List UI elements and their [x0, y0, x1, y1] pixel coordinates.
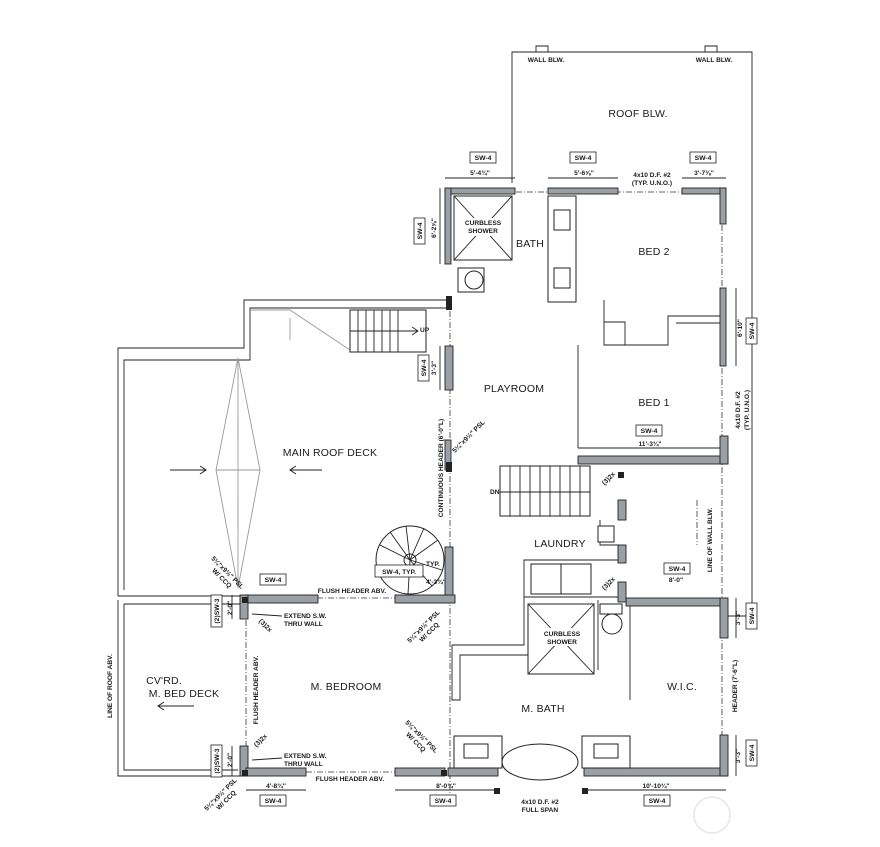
room-wic: W.I.C.: [667, 681, 697, 693]
room-bed1: BED 1: [638, 397, 669, 409]
dim-14: 4'-8¾": [266, 782, 286, 790]
shower-top-label-1: CURBLESS: [465, 220, 502, 227]
note-hold-4: (3)2x: [601, 576, 617, 592]
note-extend-bottom-1: EXTEND S.W.: [284, 753, 327, 760]
tag-sw4-2: SW-4: [575, 155, 592, 162]
washer: [530, 563, 562, 595]
dim-4: 6'-2⅝": [431, 218, 438, 238]
note-full-span-2: FULL SPAN: [522, 807, 559, 814]
dim-10: 2'-0": [227, 601, 234, 615]
tag-sw4-4: SW-4: [417, 222, 424, 239]
tag-sw4-10: SW-4: [749, 607, 756, 624]
tag-sw3-1: (2)SW-3: [214, 598, 221, 623]
tag-sw4-8: SW-4: [265, 577, 282, 584]
shower-bottom-label-1: CURBLESS: [544, 631, 581, 638]
dim-1: 5'-4¾": [470, 169, 490, 177]
dryer: [560, 563, 592, 595]
note-continuous-header: CONTINUOUS HEADER (6'-0"L): [438, 419, 445, 517]
shear-wall-tags: SW-4 SW-4 SW-4 SW-4 SW-4 SW-4 SW-4 SW-4 …: [210, 151, 758, 807]
stair-up: UP: [349, 309, 430, 353]
note-extend-top-1: EXTEND S.W.: [284, 613, 327, 620]
roof-deck-slope-lines: [215, 309, 351, 589]
tag-sw4-7: SW-4: [641, 428, 658, 435]
room-master-bedroom: M. BEDROOM: [311, 681, 382, 693]
note-psl-1: 5¼"x9½" PSL: [451, 419, 487, 455]
tag-sw4-14: SW-4: [649, 798, 666, 805]
posts: [242, 296, 624, 794]
shear-walls: [239, 187, 729, 777]
note-flush-header-vertical: FLUSH HEADER ABV.: [253, 656, 260, 725]
note-flush-header-top: FLUSH HEADER ABV.: [318, 588, 387, 595]
tag-sw4-6: SW-4: [749, 322, 756, 339]
dim-3: 3'-7⅜": [694, 170, 714, 177]
vanity-bottom-right: [581, 735, 631, 769]
stair-down: DN: [490, 465, 591, 517]
dim-12: 3'-3": [735, 749, 742, 763]
room-main-roof-deck: MAIN ROOF DECK: [283, 447, 377, 459]
vanity-sink-1: [553, 209, 571, 231]
tag-sw4-9: SW-4: [669, 566, 686, 573]
room-laundry: LAUNDRY: [534, 538, 585, 550]
note-extend-bottom-2: THRU WALL: [284, 761, 323, 768]
room-bed2: BED 2: [638, 246, 669, 258]
tag-sw3-2: (2)SW-3: [214, 748, 221, 773]
note-header-typ-top-1: 4x10 D.F. #2: [633, 172, 671, 179]
shower-top-label-2: SHOWER: [468, 228, 498, 235]
room-labels: ROOF BLW. BATH BED 2 BED 1 PLAYROOM MAIN…: [146, 108, 697, 715]
stair-up-label: UP: [420, 327, 430, 334]
note-full-span-1: 4x10 D.F. #2: [521, 799, 559, 806]
room-master-bath: M. BATH: [521, 703, 564, 715]
vanity-sink-2: [553, 267, 571, 289]
toilet-bottom: [599, 603, 623, 615]
room-roof-below: ROOF BLW.: [608, 108, 667, 120]
dim-2: 5'-6⅝": [574, 170, 594, 177]
note-header-typ-right-1: 4x10 D.F. #2: [735, 391, 742, 429]
note-wall-below-right: WALL BLW.: [696, 57, 733, 64]
dim-6: 6'-10": [737, 319, 744, 337]
slope-arrows: [157, 465, 322, 711]
note-hold-3: (3)2x: [601, 471, 617, 487]
dim-15: 8'-0¾": [436, 782, 456, 790]
tag-sw4-13: SW-4: [435, 798, 452, 805]
dim-11: 3'-3": [735, 611, 742, 625]
dim-16: 10'-10¾": [642, 782, 669, 790]
note-line-of-wall: LINE OF WALL BLW.: [707, 508, 714, 573]
dim-13: 2'-0": [227, 753, 234, 767]
note-header-typ-right-2: (TYP. U.N.O.): [744, 390, 751, 430]
stair-down-label: DN: [490, 489, 500, 496]
note-flush-header-bottom: FLUSH HEADER ABV.: [316, 776, 385, 783]
dim-5: 3'-3": [431, 361, 438, 375]
note-header-typ-top-2: (TYP. U.N.O.): [632, 180, 672, 187]
note-header-right: HEADER (7'-6"L): [732, 660, 739, 712]
note-typ: TYP.: [426, 561, 440, 568]
watermark-circle: [693, 796, 731, 834]
note-hold-2: (3)2x: [253, 733, 269, 749]
tag-sw4-5: SW-4: [421, 359, 428, 376]
tag-sw4-3: SW-4: [695, 155, 712, 162]
note-hold-1: (3)2x: [257, 618, 273, 634]
room-covered-deck-1: CV'RD.: [146, 675, 182, 687]
bathtub: [501, 743, 579, 781]
note-extend-top-2: THRU WALL: [284, 621, 323, 628]
tag-sw4-1: SW-4: [475, 155, 492, 162]
note-sw4-typ: SW-4, TYP.: [382, 569, 416, 576]
dimensions: 5'-4¾" 5'-6⅝" 3'-7⅜" 6'-2⅝" 3'-3" 6'-10"…: [227, 169, 744, 791]
dim-9: 8'-0": [669, 577, 683, 584]
note-line-of-roof: LINE OF ROOF ABV.: [107, 654, 114, 718]
dim-8: 4'-3¾": [426, 578, 446, 586]
room-playroom: PLAYROOM: [484, 383, 544, 395]
room-covered-deck-2: M. BED DECK: [149, 688, 219, 700]
note-wall-below-left: WALL BLW.: [528, 57, 565, 64]
tag-sw4-12: SW-4: [265, 798, 282, 805]
dim-7: 11'-3¾": [638, 440, 661, 448]
laundry-sink: [597, 525, 615, 543]
room-bath: BATH: [516, 238, 544, 250]
tag-sw4-11: SW-4: [749, 744, 756, 761]
shower-bottom-label-2: SHOWER: [547, 639, 577, 646]
